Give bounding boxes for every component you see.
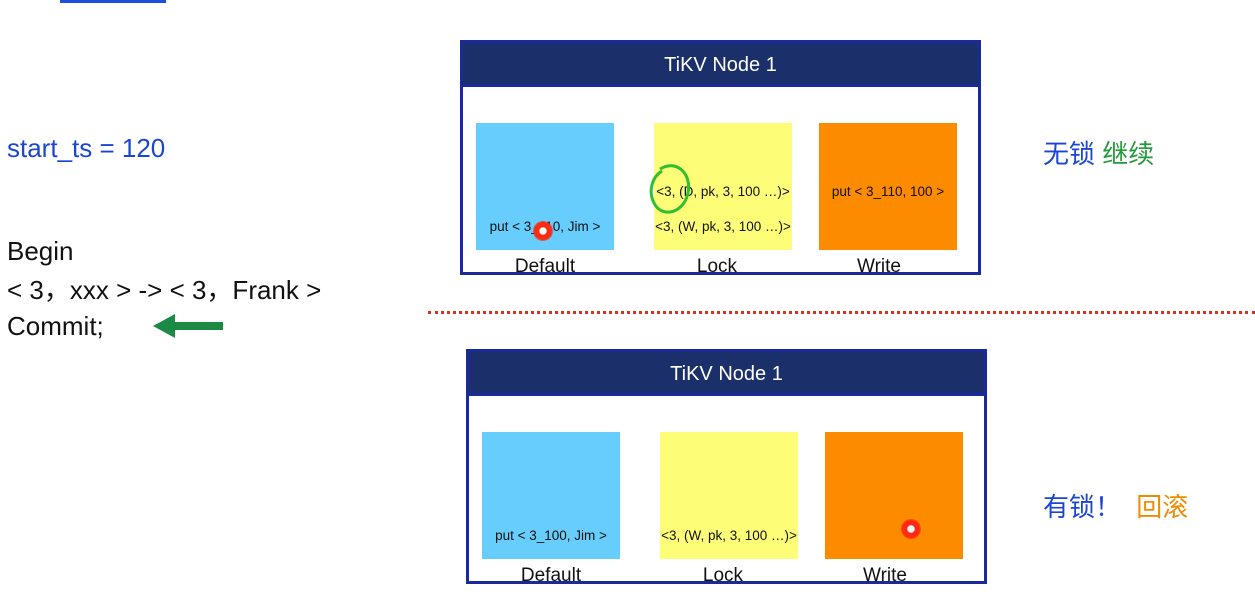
cf-lock-box: <3, (D, pk, 3, 100 …)> <3, (W, pk, 3, 10… [649,123,792,250]
cf-default-box: put < 3_110, Jim > [476,123,614,250]
top-accent-bar [60,0,166,3]
tikv-node-top: TiKV Node 1 put < 3_110, Jim > Default <… [460,40,981,277]
section-divider [428,311,1255,314]
cursor-dot-icon [901,519,921,539]
cf-lock-box: <3, (W, pk, 3, 100 …)> [660,432,798,559]
lock-value-write: <3, (W, pk, 3, 100 …)> [655,219,791,234]
has-lock-text: 有锁！ [1043,492,1122,522]
label-default: Default [514,256,576,277]
label-lock: Lock [702,565,744,586]
no-lock-text: 无锁 [1043,139,1096,169]
continue-text: 继续 [1102,139,1155,169]
node-title: TiKV Node 1 [469,352,984,396]
code-line-begin: Begin [7,236,74,266]
label-write: Write [857,256,901,277]
write-value: put < 3_110, 100 > [831,184,945,199]
code-line-update: < 3，xxx > -> < 3，Frank > [7,275,322,305]
green-arrow-icon [153,314,223,338]
label-write: Write [863,565,907,586]
code-line-commit: Commit; [7,311,104,341]
tikv-node-bottom: TiKV Node 1 put < 3_100, Jim > Default <… [466,349,987,586]
default-value: put < 3_100, Jim > [495,528,607,543]
green-circle-annotation-icon [649,164,691,214]
annotation-has-lock: 有锁！ 回滚 [1043,487,1188,524]
cf-default-box: put < 3_100, Jim > [482,432,620,559]
cf-write-box [825,432,963,559]
node-title: TiKV Node 1 [463,43,978,87]
annotation-no-lock: 无锁 继续 [1043,134,1154,171]
start-ts-label: start_ts = 120 [7,133,166,163]
cf-write-box: put < 3_110, 100 > [819,123,957,250]
cursor-dot-icon [533,221,553,241]
rollback-text: 回滚 [1136,492,1189,522]
lock-value-write: <3, (W, pk, 3, 100 …)> [661,528,797,543]
label-default: Default [520,565,582,586]
label-lock: Lock [696,256,738,277]
